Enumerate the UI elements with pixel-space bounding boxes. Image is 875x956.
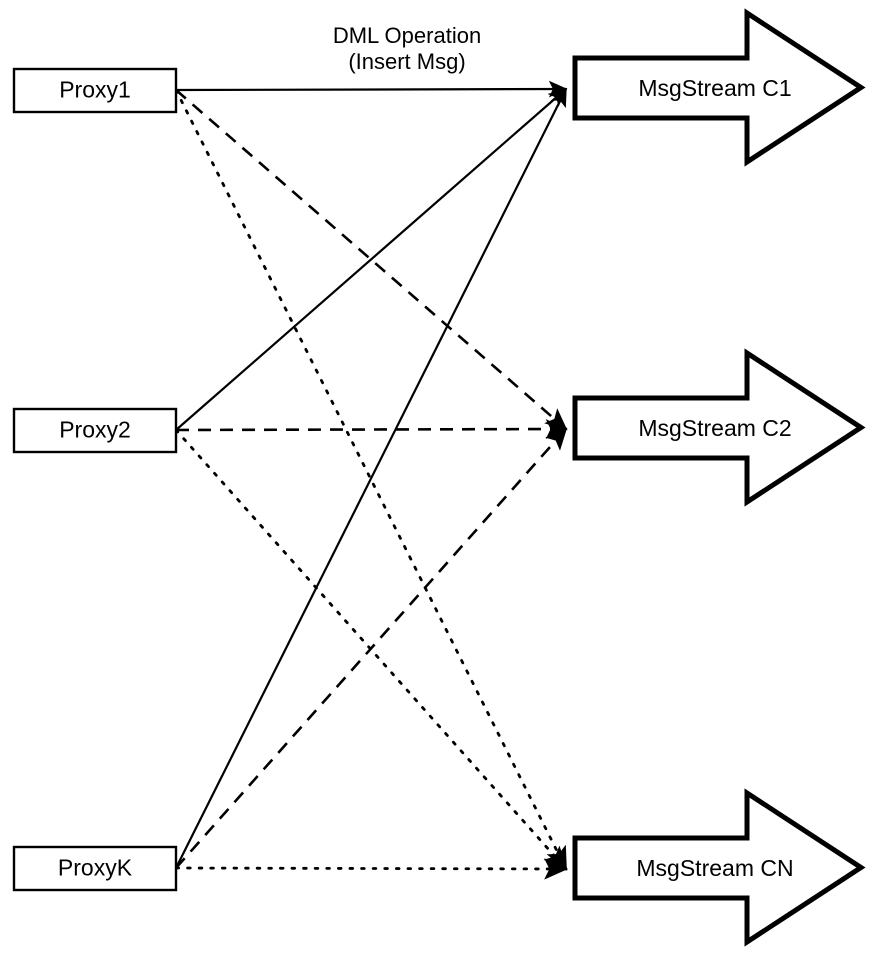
edge-p2-c2: [175, 419, 568, 439]
edge-p2-c1: [175, 87, 568, 431]
edge-pk-c2: [175, 427, 568, 869]
msgstream-node-stream_c1[interactable]: MsgStream C1: [572, 8, 866, 167]
proxy-label: Proxy2: [59, 417, 131, 443]
msgstream-node-stream_cn[interactable]: MsgStream CN: [572, 788, 866, 947]
msgstream-arrow-shape: [572, 788, 866, 947]
proxy-node-proxyK[interactable]: ProxyK: [12, 845, 178, 892]
edge-p1-c2: [175, 89, 568, 431]
edge-pk-cn: [174, 858, 568, 880]
edge-label-line1: DML Operation: [333, 23, 481, 48]
msgstream-arrow-shape: [572, 8, 866, 167]
msgstream-node-stream_c2[interactable]: MsgStream C2: [572, 348, 866, 507]
edge-line-dotted: [174, 858, 568, 880]
proxy-box: [12, 845, 178, 892]
edge-label-line2: (Insert Msg): [348, 49, 465, 74]
edge-line-solid: [175, 87, 568, 431]
edge-label-dml-operation: DML Operation (Insert Msg): [333, 23, 481, 74]
edge-line-solid: [175, 80, 568, 98]
msgstream-arrow-shape: [572, 348, 866, 507]
msgstream-label: MsgStream CN: [636, 855, 793, 881]
proxy-box: [12, 67, 178, 114]
proxy-box: [12, 407, 178, 454]
edge-line-dashed: [175, 89, 568, 431]
proxy-label: ProxyK: [58, 855, 133, 881]
msgstream-label: MsgStream C1: [638, 75, 791, 101]
edge-line-dashed: [175, 419, 568, 439]
edge-p1-c1: [175, 80, 568, 98]
msgstream-label: MsgStream C2: [638, 415, 791, 441]
edge-line-solid: [175, 87, 567, 869]
proxy-node-proxy1[interactable]: Proxy1: [12, 67, 178, 114]
proxy-label: Proxy1: [59, 77, 131, 103]
edge-pk-c1: [175, 87, 567, 869]
streams-layer: MsgStream C1 MsgStream C2 MsgStream CN: [572, 8, 866, 947]
edges-layer: [174, 80, 568, 880]
edge-line-dashed: [175, 427, 568, 869]
proxy-node-proxy2[interactable]: Proxy2: [12, 407, 178, 454]
